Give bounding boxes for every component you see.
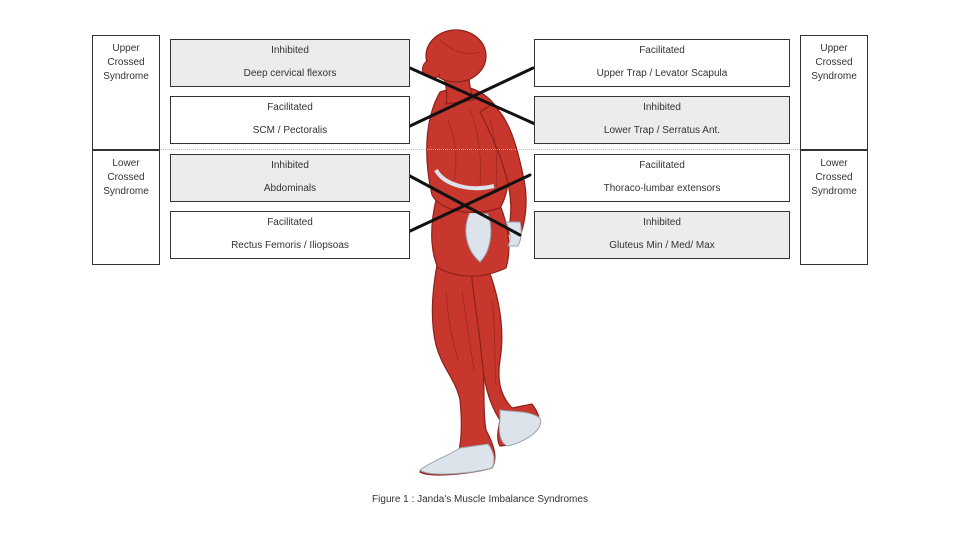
label-line: Syndrome	[103, 71, 149, 82]
muscle-label: SCM / Pectoralis	[252, 125, 328, 136]
deep-cervical-flexors-box: Inhibited Deep cervical flexors	[170, 39, 410, 87]
lower-cross-line-2	[406, 173, 532, 234]
muscle-label: Thoraco-lumbar extensors	[603, 183, 721, 194]
right-upper-crossed-label: Upper Crossed Syndrome	[800, 35, 868, 150]
label-line: Lower	[112, 158, 140, 169]
anatomy-body	[419, 29, 542, 476]
muscle-label: Rectus Femoris / Iliopsoas	[231, 240, 349, 251]
muscle-label: Upper Trap / Levator Scapula	[596, 68, 728, 79]
label-line: Syndrome	[103, 186, 149, 197]
status-label: Facilitated	[639, 160, 685, 171]
label-line: Crossed	[815, 57, 853, 68]
left-upper-crossed-label: Upper Crossed Syndrome	[92, 35, 160, 150]
status-label: Inhibited	[643, 217, 681, 228]
label-line: Crossed	[815, 172, 853, 183]
label-line: Syndrome	[811, 71, 857, 82]
label-line: Upper	[112, 43, 140, 54]
crossing-lines	[406, 66, 537, 237]
rectus-femoris-iliopsoas-box: Facilitated Rectus Femoris / Iliopsoas	[170, 211, 410, 259]
lower-trap-serratus-box: Inhibited Lower Trap / Serratus Ant.	[534, 96, 790, 144]
label-line: Crossed	[107, 57, 145, 68]
status-label: Facilitated	[267, 217, 313, 228]
status-label: Inhibited	[643, 102, 681, 113]
muscle-label: Abdominals	[263, 183, 317, 194]
label-line: Syndrome	[811, 186, 857, 197]
right-lower-crossed-label: Lower Crossed Syndrome	[800, 150, 868, 265]
gluteus-box: Inhibited Gluteus Min / Med/ Max	[534, 211, 790, 259]
muscle-label: Lower Trap / Serratus Ant.	[603, 125, 721, 136]
label-line: Lower	[820, 158, 848, 169]
label-line: Crossed	[107, 172, 145, 183]
upper-cross-line-2	[408, 66, 535, 128]
label-line: Upper	[820, 43, 848, 54]
abdominals-box: Inhibited Abdominals	[170, 154, 410, 202]
status-label: Inhibited	[271, 45, 309, 56]
muscle-label: Gluteus Min / Med/ Max	[609, 240, 715, 251]
upper-trap-levator-box: Facilitated Upper Trap / Levator Scapula	[534, 39, 790, 87]
figure-caption: Figure 1 : Janda's Muscle Imbalance Synd…	[372, 494, 588, 505]
thoraco-lumbar-extensors-box: Facilitated Thoraco-lumbar extensors	[534, 154, 790, 202]
muscle-label: Deep cervical flexors	[243, 68, 337, 79]
syndrome-divider	[92, 149, 868, 150]
status-label: Facilitated	[639, 45, 685, 56]
scm-pectoralis-box: Facilitated SCM / Pectoralis	[170, 96, 410, 144]
status-label: Facilitated	[267, 102, 313, 113]
status-label: Inhibited	[271, 160, 309, 171]
left-lower-crossed-label: Lower Crossed Syndrome	[92, 150, 160, 265]
